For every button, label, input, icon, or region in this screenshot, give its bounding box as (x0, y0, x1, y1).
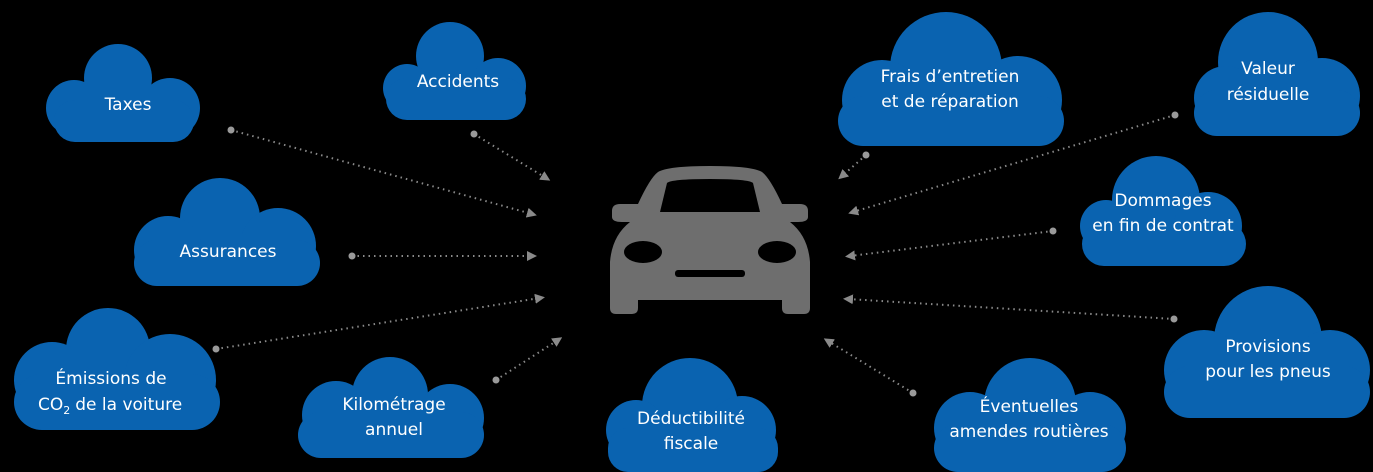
dot-valeur (1171, 111, 1179, 119)
connector-emissions (215, 293, 545, 350)
cloud-amendes (934, 358, 1126, 472)
cloud-dommages (1080, 156, 1246, 266)
label-assurances: Assurances (180, 242, 277, 262)
label-kilometrage-line2: annuel (365, 420, 423, 440)
label-provisions-line2: pour les pneus (1205, 362, 1331, 382)
dot-emissions (212, 345, 220, 353)
connector-dots (212, 111, 1179, 397)
label-amendes-line1: Éventuelles (980, 395, 1079, 417)
dot-assurances (348, 252, 356, 260)
dot-accidents (470, 130, 478, 138)
connector-dommages (845, 230, 1054, 261)
car-icon (610, 166, 810, 314)
connector-accidents (473, 133, 551, 181)
connector-frais (838, 154, 867, 180)
label-provisions-line1: Provisions (1225, 337, 1311, 357)
co2-main: CO (38, 395, 63, 415)
label-taxes: Taxes (104, 95, 152, 115)
label-dommages-line1: Dommages (1114, 191, 1211, 211)
co2-rest: de la voiture (75, 395, 182, 415)
label-valeur-line2: résiduelle (1227, 85, 1310, 105)
label-kilometrage-line1: Kilométrage (342, 395, 445, 415)
label-deductibilite-line2: fiscale (664, 434, 719, 454)
connectors (215, 114, 1176, 394)
cloud-emissions (14, 308, 220, 430)
cloud-kilometrage (298, 357, 484, 458)
dot-kilometrage (492, 376, 500, 384)
connector-amendes (823, 338, 914, 394)
connector-kilometrage (495, 337, 563, 381)
connector-taxes (230, 129, 537, 218)
cloud-assurances (134, 178, 320, 286)
label-frais-line2: et de réparation (881, 92, 1018, 112)
dot-amendes (909, 389, 917, 397)
label-frais-line1: Frais d’entretien (881, 67, 1020, 87)
cloud-valeur (1194, 12, 1360, 136)
cloud-frais (838, 12, 1064, 146)
dot-dommages (1049, 227, 1057, 235)
label-valeur-line1: Valeur (1241, 59, 1295, 79)
co2-sub: 2 (63, 404, 70, 417)
cloud-deductibilite (606, 358, 778, 472)
label-dommages-line2: en fin de contrat (1092, 216, 1234, 236)
dot-taxes (227, 126, 235, 134)
connector-valeur (848, 114, 1176, 216)
dot-provisions (1170, 315, 1178, 323)
cloud-taxes (46, 44, 200, 142)
label-emissions-line2: CO2 de la voiture (38, 395, 182, 417)
connector-provisions (843, 294, 1175, 320)
cloud-provisions (1164, 286, 1370, 418)
cloud-accidents (383, 22, 526, 120)
dot-frais (862, 151, 870, 159)
label-emissions-line1: Émissions de (55, 367, 166, 389)
label-amendes-line2: amendes routières (949, 422, 1108, 442)
label-deductibilite-line1: Déductibilité (637, 409, 745, 429)
label-accidents: Accidents (417, 72, 499, 92)
